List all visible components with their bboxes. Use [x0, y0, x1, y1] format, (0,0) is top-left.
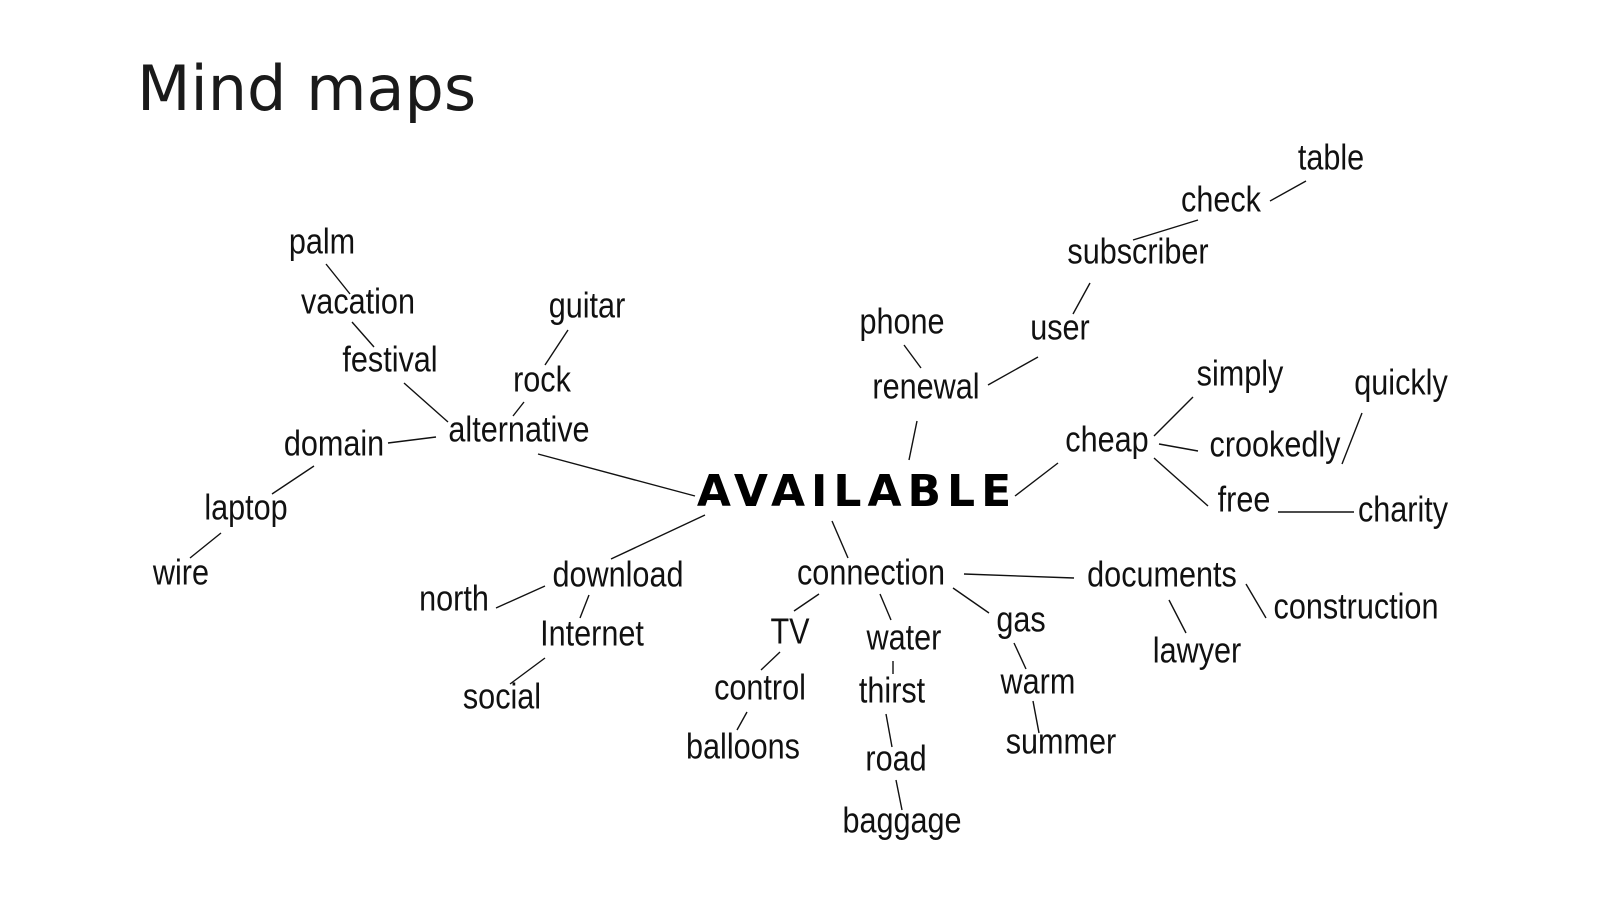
word-crookedly: crookedly	[1210, 425, 1341, 465]
mind-map-words: palm vacation festival guitar rock alter…	[152, 138, 1448, 841]
word-simply: simply	[1197, 354, 1284, 394]
link-check-table	[1269, 180, 1307, 202]
word-wire: wire	[152, 553, 209, 593]
word-summer: summer	[1006, 722, 1116, 762]
link-domain-laptop	[271, 465, 315, 495]
word-palm: palm	[289, 222, 355, 262]
word-gas: gas	[996, 600, 1045, 640]
word-cheap: cheap	[1065, 420, 1148, 460]
link-control-balloons	[736, 711, 748, 731]
link-download-north	[495, 585, 546, 609]
slide-title: Mind maps	[137, 52, 477, 125]
link-rock-alternative	[512, 401, 525, 417]
link-cheap-crookedly	[1158, 443, 1199, 452]
link-connection-tv	[793, 593, 820, 612]
link-thirst-road	[885, 713, 893, 748]
word-tv: TV	[770, 612, 810, 652]
link-internet-social	[509, 657, 546, 685]
link-center-connection	[831, 520, 849, 559]
link-phone-renewal	[903, 344, 922, 369]
link-guitar-rock	[544, 329, 569, 366]
link-center-cheap	[1014, 462, 1059, 497]
word-download: download	[553, 555, 684, 595]
word-internet: Internet	[540, 614, 644, 654]
link-alternative-center	[537, 453, 696, 497]
word-rock: rock	[513, 360, 571, 400]
link-vacation-festival	[351, 321, 375, 348]
word-balloons: balloons	[686, 727, 800, 767]
word-thirst: thirst	[859, 671, 926, 711]
word-domain: domain	[284, 424, 384, 464]
link-cheap-free	[1153, 457, 1209, 507]
word-check: check	[1181, 180, 1261, 220]
link-documents-lawyer	[1168, 599, 1187, 634]
mind-map-links	[189, 180, 1363, 811]
word-guitar: guitar	[549, 286, 626, 326]
word-table: table	[1298, 138, 1364, 178]
link-tv-control	[760, 651, 781, 671]
word-charity: charity	[1358, 490, 1448, 530]
link-laptop-wire	[189, 532, 222, 559]
link-connection-gas	[952, 587, 990, 614]
link-palm-vacation	[325, 263, 351, 295]
word-warm: warm	[1000, 662, 1076, 702]
link-center-download	[610, 514, 706, 560]
link-renewal-user	[987, 356, 1039, 386]
link-renewal-center	[908, 420, 918, 461]
word-free: free	[1218, 480, 1271, 520]
link-domain-alternative	[387, 436, 437, 444]
center-word: AVAILABLE	[697, 466, 1017, 517]
word-lawyer: lawyer	[1153, 631, 1241, 671]
link-gas-warm	[1013, 642, 1027, 670]
word-documents: documents	[1087, 555, 1237, 595]
word-renewal: renewal	[872, 367, 979, 407]
link-user-subscriber	[1072, 282, 1091, 315]
word-water: water	[866, 618, 942, 658]
link-connection-documents	[963, 573, 1075, 579]
link-documents-construction	[1245, 583, 1267, 619]
link-crookedly-quickly	[1341, 412, 1363, 465]
link-subscriber-check	[1132, 219, 1199, 241]
link-road-baggage	[895, 779, 903, 811]
word-subscriber: subscriber	[1067, 232, 1208, 272]
word-social: social	[463, 677, 541, 717]
word-connection: connection	[797, 553, 945, 593]
word-alternative: alternative	[448, 410, 589, 450]
link-warm-summer	[1032, 700, 1040, 734]
word-vacation: vacation	[301, 282, 415, 322]
word-control: control	[714, 668, 806, 708]
word-phone: phone	[859, 302, 944, 342]
word-north: north	[419, 579, 489, 619]
link-cheap-simply	[1153, 396, 1194, 437]
link-download-internet	[579, 594, 590, 619]
word-user: user	[1030, 308, 1090, 348]
word-construction: construction	[1274, 587, 1439, 627]
word-festival: festival	[342, 340, 437, 380]
word-road: road	[865, 739, 926, 779]
word-laptop: laptop	[204, 488, 287, 528]
word-quickly: quickly	[1354, 363, 1448, 403]
link-connection-water	[879, 593, 892, 621]
word-baggage: baggage	[842, 801, 961, 841]
link-festival-alternative	[403, 382, 449, 423]
